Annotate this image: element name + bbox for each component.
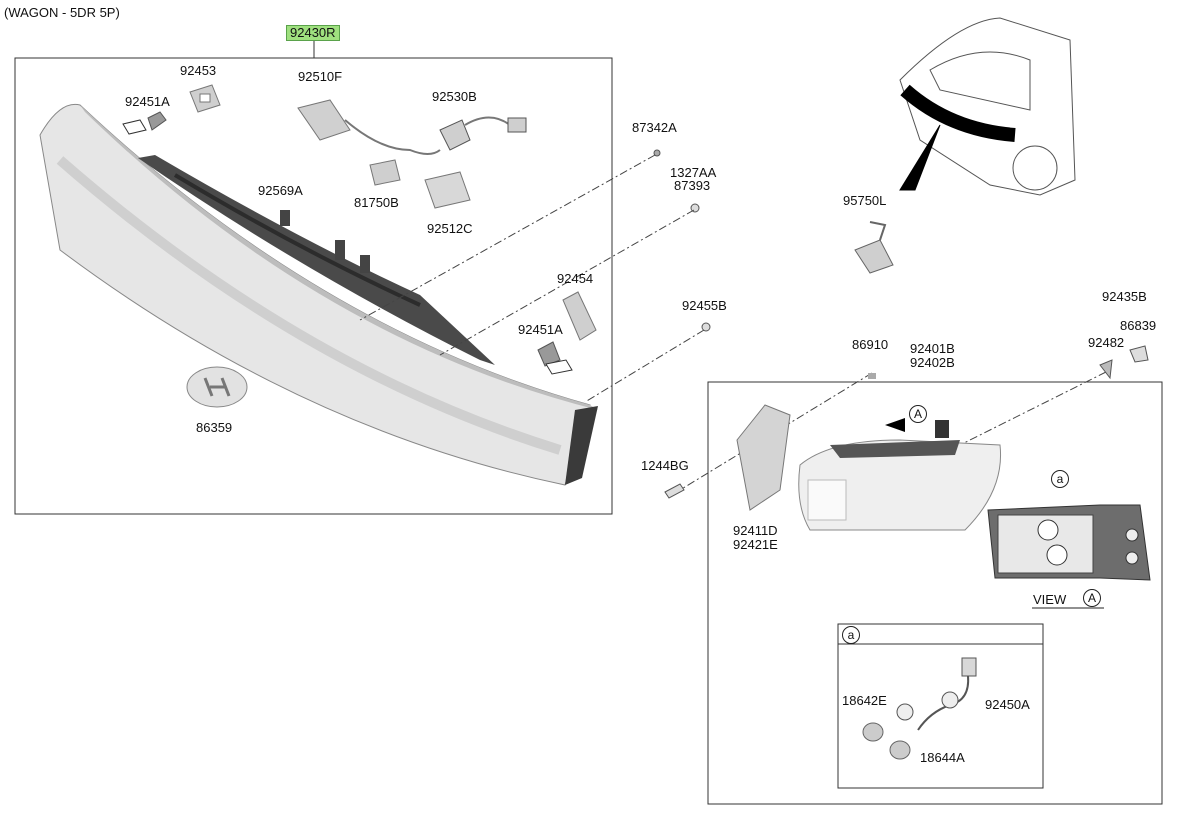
part-label-92455b[interactable]: 92455B: [682, 298, 727, 313]
part-label-87342a[interactable]: 87342A: [632, 120, 677, 135]
detail-ref-circle: a: [842, 626, 860, 644]
part-label-92402b[interactable]: 92402B: [910, 355, 955, 370]
part-label-18642e[interactable]: 18642E: [842, 693, 887, 708]
emblem-part: [186, 366, 248, 408]
part-label-92401b[interactable]: 92401B: [910, 341, 955, 356]
part-label-95750l[interactable]: 95750L: [843, 193, 887, 208]
part-label-86839[interactable]: 86839: [1120, 318, 1157, 333]
garnish-bracket: [138, 155, 495, 365]
part-label-86359[interactable]: 86359: [196, 420, 233, 435]
part-label-92435b[interactable]: 92435B: [1102, 289, 1147, 304]
lamp-rear-view: [987, 504, 1151, 609]
part-label-1327aa[interactable]: 1327AA: [670, 165, 717, 180]
part-label-92451a-bottom[interactable]: 92451A: [518, 322, 563, 337]
part-label-92421e[interactable]: 92421E: [733, 537, 778, 552]
vehicle-sketch: [899, 17, 1076, 196]
view-label: VIEW: [1033, 592, 1067, 607]
part-label-1244bg[interactable]: 1244BG: [641, 458, 689, 473]
bulb-harness: [862, 657, 977, 760]
part-label-86910[interactable]: 86910: [852, 337, 889, 352]
small-parts-top: [122, 84, 711, 375]
part-label-81750b[interactable]: 81750B: [354, 195, 399, 210]
part-label-92530b[interactable]: 92530B: [432, 89, 477, 104]
tailgate-garnish: [39, 103, 598, 486]
view-ref-circle: A: [1083, 589, 1101, 607]
variant-label: (WAGON - 5DR 5P): [4, 5, 120, 20]
part-label-18644a[interactable]: 18644A: [920, 750, 965, 765]
part-label-92411d[interactable]: 92411D: [733, 523, 778, 538]
part-label-92451a-top[interactable]: 92451A: [125, 94, 170, 109]
bulb-detail-frame: [837, 623, 1044, 789]
part-label-92482[interactable]: 92482: [1088, 335, 1125, 350]
part-label-92454[interactable]: 92454: [557, 271, 594, 286]
part-label-92569a[interactable]: 92569A: [258, 183, 303, 198]
part-label-92453[interactable]: 92453: [180, 63, 217, 78]
rear-lamp-part: [664, 345, 1149, 531]
arrow-ref-circle: A: [909, 405, 927, 423]
socket-ref-circle: a: [1051, 470, 1069, 488]
part-label-92512c[interactable]: 92512C: [427, 221, 473, 236]
assembly-part-number[interactable]: 92430R: [286, 25, 340, 41]
part-label-87393[interactable]: 87393: [674, 178, 711, 193]
rear-lamp-frame: [707, 381, 1163, 805]
part-label-92450a[interactable]: 92450A: [985, 697, 1030, 712]
camera-part: [854, 221, 894, 274]
part-label-92510f[interactable]: 92510F: [298, 69, 343, 84]
